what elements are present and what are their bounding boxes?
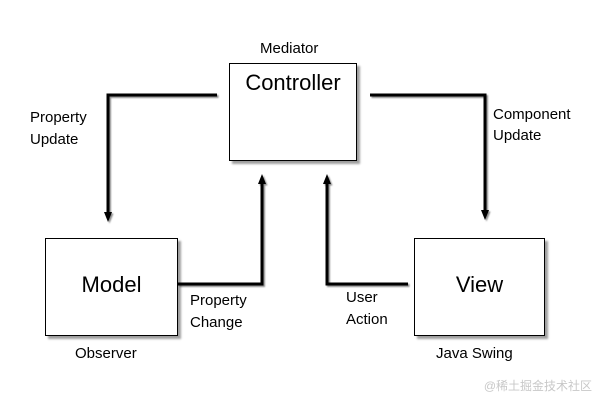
- edge-label-property-change-1: Property: [190, 292, 247, 309]
- site-watermark: @稀土掘金技术社区: [483, 379, 592, 393]
- controller-node: Controller: [229, 63, 357, 161]
- view-title: View: [455, 272, 504, 297]
- model-node: Model: [45, 238, 178, 336]
- edge-label-component-update-2: Update: [493, 127, 542, 144]
- edge-label-user-action-1: User: [346, 289, 378, 306]
- edge-label-user-action-2: Action: [346, 311, 388, 328]
- edge-label-property-update-1: Property: [30, 109, 87, 126]
- edge-label-property-update-2: Update: [30, 131, 79, 148]
- arrow-user-action: [323, 174, 408, 286]
- arrow-component-update: [370, 93, 489, 220]
- model-caption: Observer: [75, 345, 137, 362]
- arrow-property-update: [104, 93, 217, 222]
- model-title: Model: [81, 272, 142, 297]
- view-caption: Java Swing: [436, 345, 513, 362]
- edge-label-property-change-2: Change: [190, 314, 243, 331]
- edge-label-component-update-1: Component: [493, 106, 571, 123]
- controller-title: Controller: [245, 70, 341, 95]
- arrow-property-change: [178, 174, 266, 286]
- controller-caption: Mediator: [260, 40, 319, 57]
- view-node: View: [414, 238, 545, 336]
